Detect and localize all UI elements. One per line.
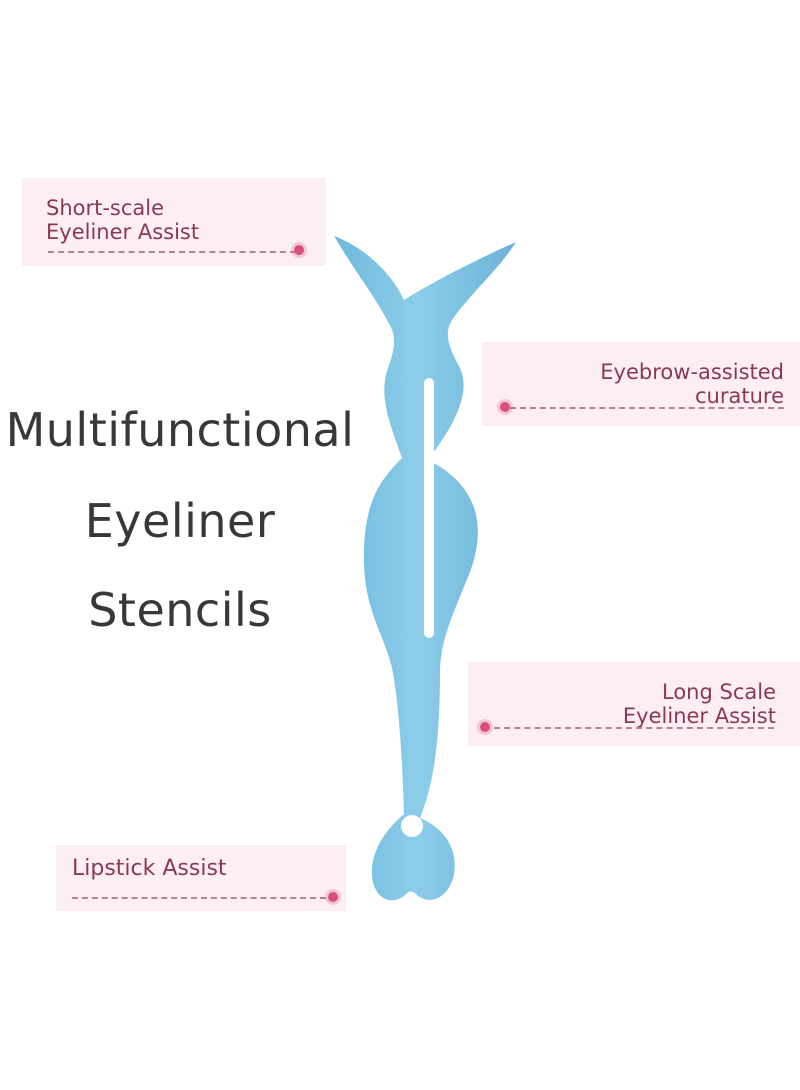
callout-eyebrow-curvature: Eyebrow-assisted curature (482, 342, 800, 426)
pointer-dot-icon (328, 892, 338, 902)
headline-line-1: Multifunctional (5, 403, 355, 457)
callout-line-1: Short-scale (46, 196, 165, 220)
callout-text: Long Scale Eyeliner Assist (623, 680, 776, 728)
callout-long-scale-eyeliner: Long Scale Eyeliner Assist (468, 662, 800, 746)
callout-text: Lipstick Assist (72, 857, 227, 881)
callout-lipstick-assist: Lipstick Assist (56, 845, 346, 911)
dashed-leader-line (48, 251, 296, 253)
dashed-leader-line (494, 727, 774, 729)
callout-line-1: Lipstick Assist (72, 856, 227, 881)
callout-line-2: Eyeliner Assist (622, 704, 776, 728)
callout-text: Eyebrow-assisted curature (600, 360, 784, 408)
headline-line-3: Stencils (88, 583, 272, 637)
headline-line-2: Eyeliner (84, 494, 276, 548)
callout-line-2: Eyeliner Assist (46, 220, 200, 244)
callout-line-1: Long Scale (662, 680, 776, 704)
dashed-leader-line (72, 897, 326, 899)
callout-short-scale-eyeliner: Short-scale Eyeliner Assist (22, 178, 326, 266)
stencil-slot (424, 378, 434, 638)
stencil-hole (401, 815, 423, 837)
callout-text: Short-scale Eyeliner Assist (46, 196, 199, 244)
callout-line-2: curature (695, 384, 784, 408)
callout-line-1: Eyebrow-assisted (600, 360, 784, 384)
pointer-dot-icon (294, 245, 304, 255)
pointer-dot-icon (480, 722, 490, 732)
dashed-leader-line (510, 407, 784, 409)
pointer-dot-icon (500, 402, 510, 412)
eyeliner-stencil-image (334, 236, 516, 901)
